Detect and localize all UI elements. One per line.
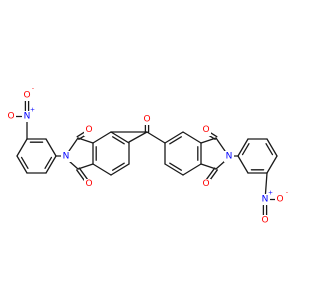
bond-right-aryl-nitro bbox=[264, 172, 268, 195]
atom-label-n-left-nitro: N bbox=[24, 112, 31, 122]
bond-right-aryl-inner bbox=[241, 143, 250, 156]
bond-right-imide-cn bbox=[215, 160, 226, 170]
bond-left-co-top-2 bbox=[76, 130, 86, 138]
bond-left-imide bbox=[77, 163, 94, 170]
bond-right-aryl bbox=[237, 138, 249, 157]
atom-label-o-right-nitro-bottom: O bbox=[261, 216, 268, 226]
bond-left-ring-inner bbox=[112, 136, 125, 145]
bond-left-aryl-inner bbox=[44, 156, 53, 169]
bond-right-ring-inner bbox=[169, 162, 182, 171]
bond-left-aryl-inner bbox=[20, 156, 29, 169]
bond-left-imide-cn bbox=[68, 160, 79, 170]
bond-ketone-to-right-ring bbox=[146, 131, 166, 144]
bond-ketone-left bbox=[128, 131, 148, 143]
atom-label-o-left-nitro-top: O bbox=[23, 91, 30, 101]
bond-right-ring bbox=[182, 163, 202, 176]
atom-label-o-right-top: O bbox=[202, 125, 209, 135]
atom-label-o-right-bottom: O bbox=[202, 179, 209, 189]
bond-right-ring bbox=[164, 163, 184, 176]
bond-left-co-bottom bbox=[76, 169, 86, 182]
bond-left-ring-inner bbox=[112, 162, 125, 171]
bond-right-co-bottom bbox=[206, 167, 216, 180]
bond-left-ring bbox=[110, 163, 130, 176]
bond-right-aryl bbox=[266, 138, 278, 157]
charge-plus-right: + bbox=[268, 190, 273, 197]
atom-label-o-left-nitro-side: O bbox=[7, 112, 14, 122]
bond-right-aryl bbox=[237, 155, 249, 174]
bond-left-ring bbox=[110, 131, 130, 144]
atom-label-o-ketone: O bbox=[143, 115, 150, 125]
atom-label-n-right-nitro: N bbox=[262, 195, 269, 205]
atom-label-layer: O O O N O O N O - N + O N + O - O bbox=[6, 86, 288, 226]
atom-label-o-left-bottom: O bbox=[85, 179, 92, 189]
bond-left-imide-cn bbox=[68, 137, 79, 152]
bond-left-aryl bbox=[16, 138, 28, 157]
bond-left-ring bbox=[92, 131, 112, 144]
bond-right-aryl bbox=[266, 155, 278, 174]
atom-label-o-left-top: O bbox=[85, 125, 92, 135]
structure-diagram: O O O N O O N O - N + O N + O - O bbox=[6, 86, 288, 226]
molecule-canvas: O O O N O O N O - N + O N + O - O bbox=[6, 86, 288, 226]
atom-label-n-right-imide: N bbox=[226, 152, 233, 162]
bond-left-aryl bbox=[45, 155, 57, 174]
bond-left-aryl bbox=[45, 138, 57, 157]
bond-right-ring-inner bbox=[169, 136, 182, 145]
charge-minus-right: - bbox=[286, 190, 288, 197]
atom-label-n-left-imide: N bbox=[63, 152, 70, 162]
bond-right-ring bbox=[164, 131, 184, 144]
bond-right-imide-cn bbox=[215, 137, 226, 152]
bond-right-aryl-inner bbox=[265, 143, 274, 156]
bond-right-ring bbox=[182, 131, 202, 144]
charge-minus-left: - bbox=[32, 86, 34, 93]
bond-right-imide bbox=[200, 163, 217, 170]
bond-left-co-bottom-2 bbox=[78, 167, 88, 180]
atom-label-o-right-nitro-side: O bbox=[276, 195, 283, 205]
bond-left-ring bbox=[92, 163, 112, 176]
charge-plus-left: + bbox=[30, 107, 35, 114]
bond-left-aryl bbox=[16, 155, 28, 174]
